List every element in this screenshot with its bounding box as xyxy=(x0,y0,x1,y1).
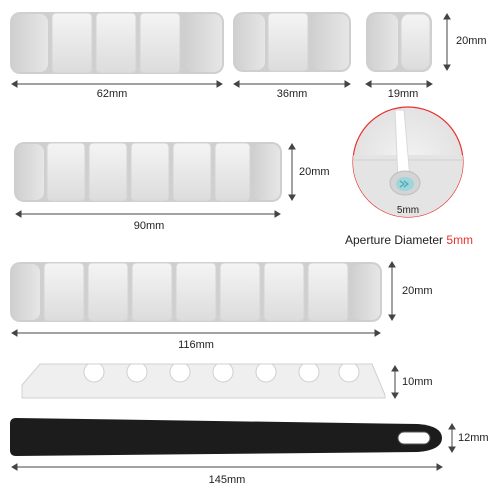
label-height-20mm-row2: 20mm xyxy=(299,166,330,178)
organizer-116mm xyxy=(10,262,382,322)
dimension-lines-row2 xyxy=(15,143,296,218)
label-height-20mm-row3: 20mm xyxy=(402,285,433,297)
aperture-caption-text: Aperture Diameter xyxy=(345,233,444,247)
label-62mm: 62mm xyxy=(96,88,128,100)
label-90mm: 90mm xyxy=(133,220,165,232)
label-19mm: 19mm xyxy=(387,88,419,100)
aperture-inset-label: 5mm xyxy=(396,205,420,216)
dimension-lines-row1 xyxy=(11,13,451,88)
label-height-10mm: 10mm xyxy=(402,376,433,388)
dimension-lines-strip xyxy=(391,365,399,399)
slotted-strip xyxy=(21,363,386,399)
label-height-20mm-row1: 20mm xyxy=(456,35,487,47)
organizer-36mm xyxy=(233,12,351,72)
label-height-12mm: 12mm xyxy=(458,432,489,444)
aperture-value: 5mm xyxy=(446,233,474,247)
dimension-lines-row3 xyxy=(11,261,396,337)
velcro-strap xyxy=(10,418,442,456)
organizer-90mm xyxy=(14,142,282,202)
organizer-19mm xyxy=(366,12,432,72)
organizer-62mm xyxy=(10,12,224,74)
aperture-caption: Aperture Diameter 5mm xyxy=(345,233,473,247)
label-116mm: 116mm xyxy=(178,339,214,351)
dimension-lines-strap xyxy=(11,423,456,471)
label-36mm: 36mm xyxy=(276,88,308,100)
label-145mm: 145mm xyxy=(208,474,246,486)
